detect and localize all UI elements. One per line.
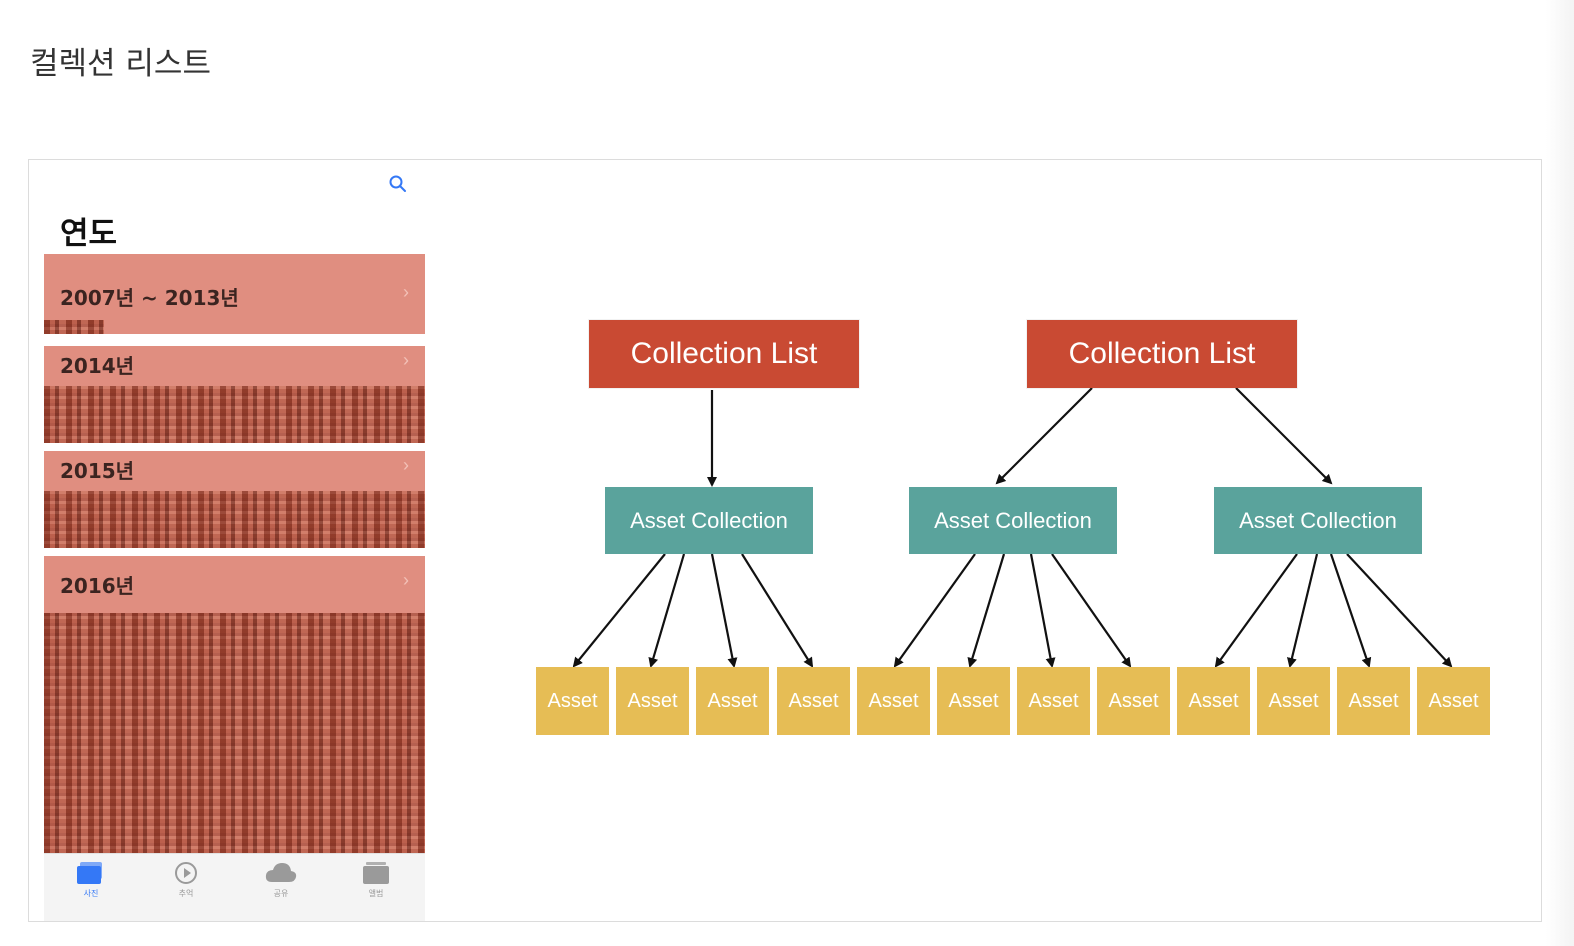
year-label: 2007년 ~ 2013년 xyxy=(60,286,239,310)
chevron-right-icon: › xyxy=(403,455,409,475)
diagram-arrows xyxy=(572,387,1453,668)
asset-box: Asset xyxy=(857,667,930,735)
asset-box: Asset xyxy=(1097,667,1170,735)
tab-label: 앨범 xyxy=(368,889,384,898)
arrow xyxy=(1346,553,1453,668)
year-card-2007-2013[interactable]: 2007년 ~ 2013년 › xyxy=(44,254,425,334)
arrow xyxy=(1029,553,1056,668)
asset-box: Asset xyxy=(937,667,1010,735)
collection-list-box: Collection List xyxy=(1027,320,1297,388)
figure: 연도 2007년 ~ 2013년 › 2014년 › 2015년 › 2016년… xyxy=(28,159,1542,922)
photos-icon xyxy=(77,862,102,884)
year-card-2016[interactable]: 2016년 › xyxy=(44,556,425,853)
year-label: 2016년 xyxy=(60,574,135,598)
memories-icon xyxy=(175,862,197,884)
arrow xyxy=(741,553,814,668)
phone-title: 연도 xyxy=(60,216,118,252)
tab-bar: 사진 추억 공유 앨범 xyxy=(44,853,425,921)
asset-box: Asset xyxy=(1417,667,1490,735)
photo-thumbnails xyxy=(44,491,425,548)
arrow xyxy=(1287,553,1319,668)
tab-label: 공유 xyxy=(273,889,289,898)
arrow xyxy=(648,553,686,668)
arrow xyxy=(967,553,1006,668)
asset-box: Asset xyxy=(1017,667,1090,735)
photo-thumbnails xyxy=(44,386,425,443)
chevron-right-icon: › xyxy=(403,570,409,590)
photo-thumbnails xyxy=(44,320,104,334)
asset-box: Asset xyxy=(696,667,769,735)
collection-list-box: Collection List xyxy=(589,320,859,388)
arrow xyxy=(1214,553,1298,668)
year-label: 2014년 xyxy=(60,354,135,378)
page-title: 컬렉션 리스트 xyxy=(30,46,211,82)
albums-icon xyxy=(363,862,389,884)
tab-memories[interactable]: 추억 xyxy=(156,860,216,899)
tab-label: 추억 xyxy=(178,889,194,898)
asset-box: Asset xyxy=(616,667,689,735)
arrow xyxy=(1051,553,1132,668)
page-edge xyxy=(1546,0,1574,946)
year-label: 2015년 xyxy=(60,459,135,483)
arrow xyxy=(995,387,1093,485)
cloud-icon xyxy=(265,863,297,882)
search-icon[interactable] xyxy=(388,174,408,194)
photo-thumbnails xyxy=(44,613,425,853)
asset-box: Asset xyxy=(1257,667,1330,735)
arrow xyxy=(710,553,738,668)
year-card-2014[interactable]: 2014년 › xyxy=(44,346,425,443)
asset-box: Asset xyxy=(1177,667,1250,735)
tab-label: 사진 xyxy=(83,889,99,898)
tab-photos[interactable]: 사진 xyxy=(61,860,121,899)
chevron-right-icon: › xyxy=(403,282,409,302)
asset-collection-box: Asset Collection xyxy=(605,487,813,554)
arrow xyxy=(893,553,976,668)
year-card-2015[interactable]: 2015년 › xyxy=(44,451,425,548)
tab-shared[interactable]: 공유 xyxy=(251,860,311,899)
chevron-right-icon: › xyxy=(403,350,409,370)
arrow xyxy=(1329,553,1372,668)
asset-collection-box: Asset Collection xyxy=(909,487,1117,554)
arrow xyxy=(572,553,666,668)
asset-box: Asset xyxy=(1337,667,1410,735)
asset-collection-box: Asset Collection xyxy=(1214,487,1422,554)
phone-screenshot: 연도 2007년 ~ 2013년 › 2014년 › 2015년 › 2016년… xyxy=(44,160,425,921)
arrow xyxy=(1235,387,1333,485)
asset-box: Asset xyxy=(777,667,850,735)
tab-albums[interactable]: 앨범 xyxy=(346,860,406,899)
asset-box: Asset xyxy=(536,667,609,735)
